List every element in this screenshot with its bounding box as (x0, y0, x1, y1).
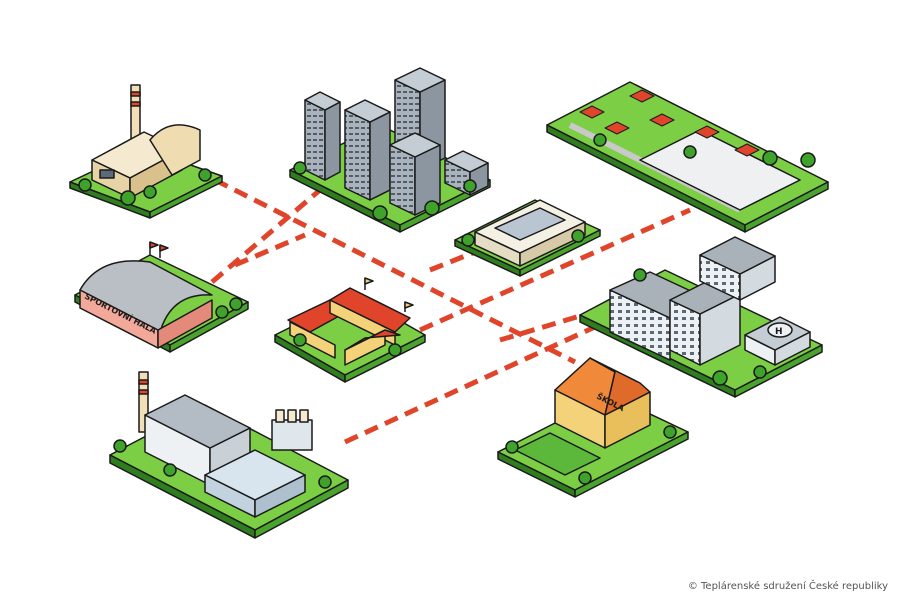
sports-hall-icon (74, 241, 249, 353)
shopping-center-icon (454, 199, 601, 277)
school-icon (497, 357, 689, 498)
heat-pipe-network (210, 177, 692, 445)
suburban-houses-icon (546, 81, 829, 233)
pipe-hall-branch (234, 232, 306, 268)
industrial-factory-icon (109, 371, 349, 539)
pipe-factory-to-hospital (343, 317, 612, 445)
pipe-school-to-hospital (499, 307, 601, 343)
helipad-mark: H (775, 327, 783, 337)
copyright-notice: © Teplárenské sdružení České republiky (687, 581, 888, 592)
hospital-icon (579, 236, 823, 398)
power-plant-icon (69, 84, 223, 219)
pipe-hall-to-towers (210, 188, 322, 284)
pipe-mansion-to-suburb (418, 207, 692, 333)
pipe-plant-to-school (213, 177, 577, 365)
historic-mansion-icon (274, 277, 426, 383)
high-rise-district-icon (289, 67, 491, 233)
